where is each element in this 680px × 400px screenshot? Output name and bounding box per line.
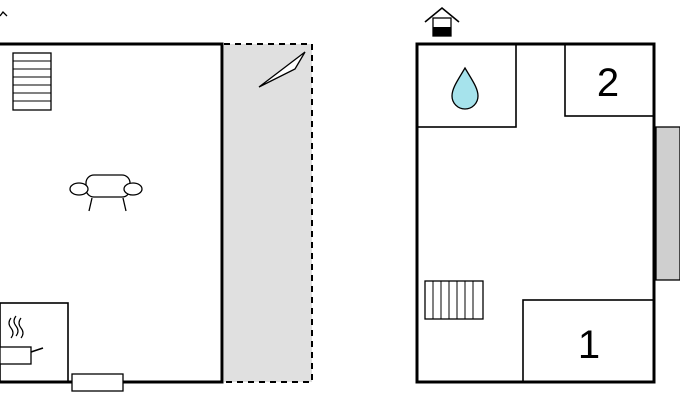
kitchen-stove-icon (0, 315, 44, 365)
staircase-icon (12, 52, 52, 111)
kitchen-room (0, 302, 69, 383)
house-icon (424, 6, 460, 37)
bedroom-1-room (522, 299, 655, 383)
terrace-dashed-border (224, 43, 313, 383)
sunbed-icon (258, 51, 306, 88)
left-floor-plan (0, 11, 313, 392)
terrace-area (224, 44, 312, 382)
staircase-icon (424, 280, 484, 320)
bathroom-room (416, 43, 517, 128)
armchair-icon (69, 174, 143, 212)
right-floor-plan: 2 1 (415, 6, 680, 384)
room-number-1: 1 (578, 323, 600, 367)
bedroom-2-room (564, 43, 655, 117)
water-drop-icon (451, 66, 479, 110)
room-number-2: 2 (597, 61, 619, 105)
door-icon (71, 373, 124, 392)
balcony-area (655, 126, 680, 281)
north-arrow-icon (0, 11, 8, 17)
